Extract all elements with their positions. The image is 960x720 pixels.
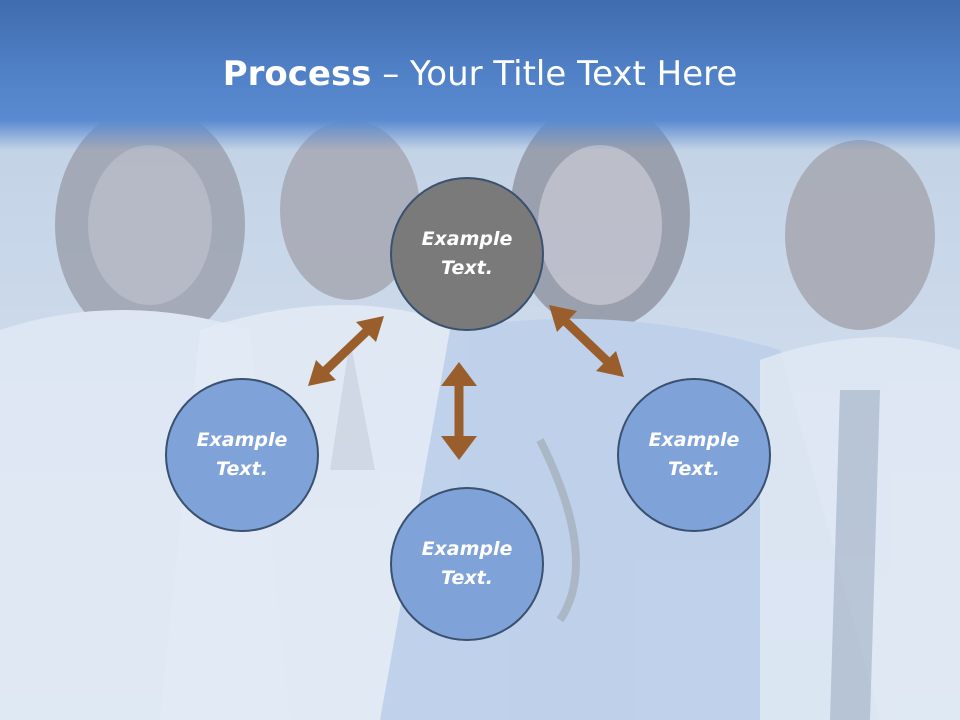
arrow-center-left [308,316,384,386]
title-band [0,0,960,150]
arrow-center-right [549,305,624,377]
process-node-center: Example Text. [390,177,544,331]
process-node-right: Example Text. [617,378,771,532]
node-label-left: Example Text. [196,429,288,480]
process-node-left: Example Text. [165,378,319,532]
process-node-bottom: Example Text. [390,487,544,641]
node-label-right: Example Text. [648,429,740,480]
node-label-bottom: Example Text. [421,538,513,589]
title-bold-part: Process [222,54,372,94]
slide-title: Process – Your Title Text Here [0,52,960,96]
title-rest-part: – Your Title Text Here [371,54,738,94]
node-label-center: Example Text. [421,228,513,279]
arrow-center-bottom [441,362,477,460]
